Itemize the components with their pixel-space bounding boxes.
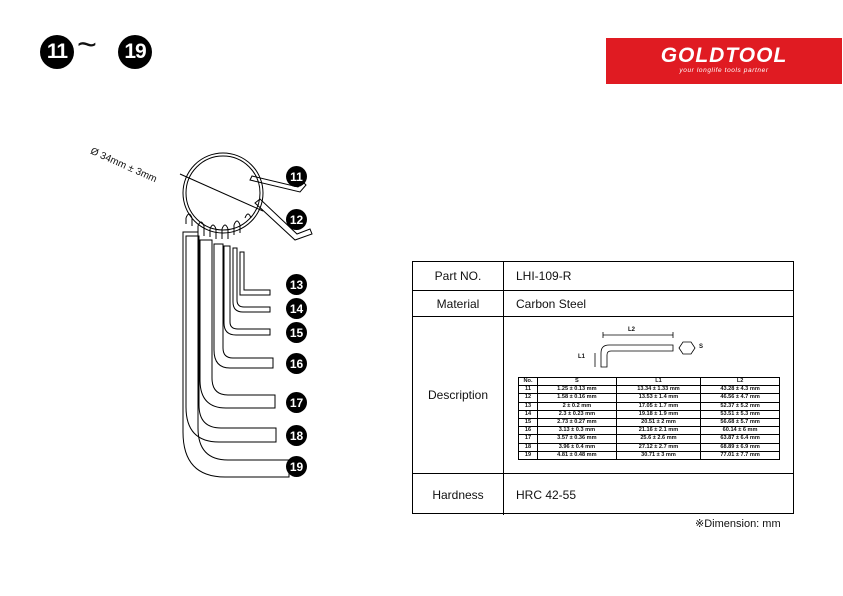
cell: 46.56 ± 4.7 mm (700, 393, 780, 403)
diameter-line (179, 173, 264, 212)
dimension-table-header: No. S L1 L2 (518, 376, 780, 387)
cell: 13.53 ± 1.4 mm (615, 393, 702, 403)
cell: 13 (518, 401, 538, 411)
cell: 68.89 ± 6.9 mm (700, 442, 780, 452)
key-number-19: 19 (286, 456, 307, 477)
cell: 17 (518, 434, 538, 444)
range-end-badge: 19 (118, 35, 152, 69)
diagram-l2-label: L2 (628, 327, 636, 333)
material-value: Carbon Steel (516, 296, 587, 311)
key-number-12: 12 (286, 209, 307, 230)
cell: 60.14 ± 6 mm (700, 426, 780, 436)
diagram-s-label: S (699, 344, 704, 350)
cell: 53.51 ± 5.3 mm (700, 409, 780, 419)
material-label: Material (413, 291, 504, 316)
cell: 2.73 ± 0.27 mm (537, 417, 617, 428)
key-number-17: 17 (286, 392, 307, 413)
cell: 21.16 ± 2.1 mm (615, 426, 702, 436)
hardness-value: HRC 42-55 (516, 487, 577, 502)
range-tilde: ~ (77, 26, 97, 64)
key-number-14: 14 (286, 298, 307, 319)
cell: 1.58 ± 0.16 mm (537, 393, 617, 403)
cell: 19 (518, 450, 538, 460)
cell: 30.71 ± 3 mm (615, 450, 702, 460)
cell: 15 (518, 417, 538, 428)
brand-tagline: your longlife tools partner (679, 67, 769, 74)
cell: 27.12 ± 2.7 mm (615, 442, 702, 452)
dimension-diagram (594, 332, 696, 368)
hardness-label: Hardness (413, 474, 504, 515)
range-start-badge: 11 (40, 35, 74, 69)
col-s: S (537, 376, 617, 387)
spec-table: Part NO. LHI-109-R Material Carbon Steel… (412, 261, 794, 515)
ring-inner (185, 155, 261, 231)
cell: 3.57 ± 0.36 mm (537, 434, 617, 444)
cell: 52.37 ± 5.2 mm (700, 401, 780, 411)
cell: 12 (518, 393, 538, 403)
diagram-l1-label: L1 (578, 354, 586, 360)
spec-row-part-no: Part NO. LHI-109-R (413, 262, 793, 291)
cell: 19.18 ± 1.9 mm (615, 409, 702, 419)
brand-name: GOLDTOOL (660, 44, 788, 67)
col-l1: L1 (615, 376, 702, 387)
dimension-note: ※Dimension: mm (695, 518, 781, 530)
part-no-label: Part NO. (413, 262, 504, 290)
cell: 20.51 ± 2 mm (615, 417, 702, 428)
spec-row-hardness: Hardness HRC 42-55 (413, 474, 793, 515)
cell: 56.68 ± 5.7 mm (700, 417, 780, 428)
cell: 4.81 ± 0.48 mm (537, 450, 617, 460)
cell: 2.3 ± 0.23 mm (537, 409, 617, 419)
key-number-16: 16 (286, 353, 307, 374)
part-no-value: LHI-109-R (516, 269, 572, 283)
cell: 17.05 ± 1.7 mm (615, 401, 702, 411)
cell: 63.87 ± 6.4 mm (700, 434, 780, 444)
cell: 3.96 ± 0.4 mm (537, 442, 617, 452)
cell: 3.13 ± 0.3 mm (537, 426, 617, 436)
ring-outline (182, 152, 264, 234)
cell: 18 (518, 442, 538, 452)
description-label: Description (413, 317, 504, 473)
key-number-11: 11 (286, 166, 307, 187)
cell: 1.25 ± 0.13 mm (537, 385, 617, 395)
cell: 11 (518, 385, 538, 395)
col-l2: L2 (700, 376, 780, 387)
cell: 2 ± 0.2 mm (537, 401, 617, 411)
cell: 16 (518, 426, 538, 436)
key-number-18: 18 (286, 425, 307, 446)
cell: 13.34 ± 1.33 mm (615, 385, 702, 395)
cell: 43.28 ± 4.3 mm (700, 385, 780, 395)
cell: 14 (518, 409, 538, 419)
key-number-15: 15 (286, 322, 307, 343)
col-no: No. (518, 376, 538, 387)
cell: 77.01 ± 7.7 mm (700, 450, 780, 460)
spec-row-material: Material Carbon Steel (413, 291, 793, 317)
cell: 25.6 ± 2.6 mm (615, 434, 702, 444)
key-number-13: 13 (286, 274, 307, 295)
brand-logo: GOLDTOOL your longlife tools partner (606, 38, 842, 84)
